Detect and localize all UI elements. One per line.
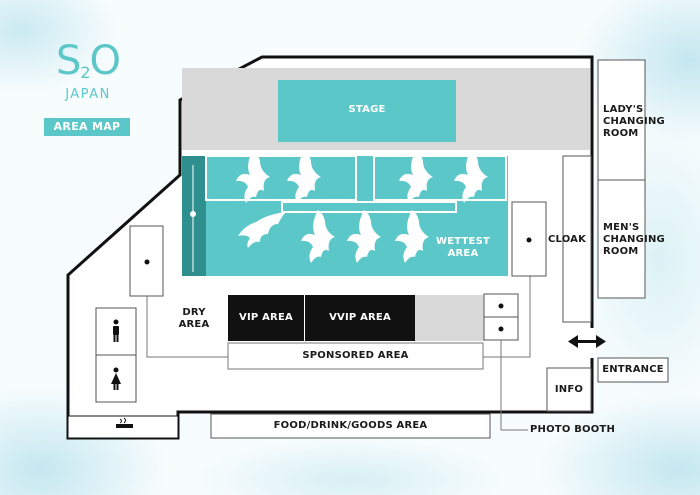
gray-reserved-area: [415, 295, 485, 341]
food-drink-goods-area[interactable]: [210, 413, 491, 439]
logo-sub: JAPAN: [65, 87, 111, 102]
cloak-label: CLOAK: [548, 234, 587, 245]
info-booth[interactable]: [546, 367, 592, 412]
water-splash-icon: [236, 150, 488, 263]
mens-changing-room-label: MEN'S CHANGING ROOM: [603, 222, 665, 257]
area-map-badge: AREA MAP: [44, 118, 130, 136]
male-toilet-icon: [113, 319, 119, 342]
s2o-japan-logo: S2O JAPAN: [50, 40, 126, 102]
vip-area-label: VIP AREA: [239, 312, 293, 323]
entrance-box[interactable]: [597, 357, 669, 383]
ladys-changing-room-label: LADY'S CHANGING ROOM: [603, 104, 665, 139]
catwalk-center: [281, 201, 457, 213]
food-area-label: FOOD/DRINK/GOODS AREA: [273, 420, 428, 431]
stage[interactable]: [278, 80, 456, 142]
dry-area-marker: [190, 211, 196, 217]
ladys-changing-room[interactable]: [597, 59, 646, 181]
sponsored-area-label: SPONSORED AREA: [302, 350, 409, 361]
smoking-area-icon: [116, 417, 133, 428]
photo-booth-label: PHOTO BOOTH: [530, 424, 616, 435]
catwalk-right: [373, 155, 507, 201]
entrance-label: ENTRANCE: [602, 364, 664, 375]
dance-floor[interactable]: [182, 156, 508, 276]
cloak-counter[interactable]: [511, 201, 547, 277]
female-toilet-icon: [111, 367, 121, 390]
mens-changing-room[interactable]: [597, 179, 646, 299]
info-label: INFO: [554, 384, 584, 395]
wettest-area-label: WETTEST AREA: [436, 236, 490, 259]
entrance-arrow-icon: [568, 335, 606, 348]
sponsored-area[interactable]: [227, 342, 484, 370]
dry-area-label: DRY AREA: [178, 307, 210, 330]
logo-main: S2O: [55, 38, 121, 84]
stage-label: STAGE: [348, 104, 386, 115]
vvip-area[interactable]: [305, 295, 415, 341]
vip-area[interactable]: [228, 295, 304, 341]
vvip-area-label: VVIP AREA: [329, 312, 391, 323]
cloak-room[interactable]: [562, 155, 592, 323]
